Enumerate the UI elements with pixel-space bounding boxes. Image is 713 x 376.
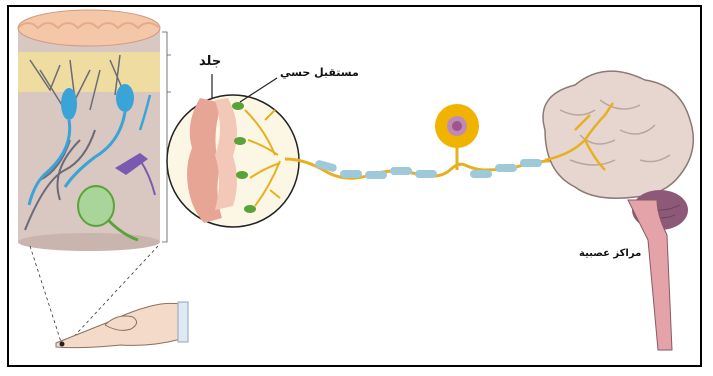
magnified-skin-circle <box>167 74 299 227</box>
skin-label: جلد <box>199 54 221 69</box>
neuron-cell-body <box>435 104 479 170</box>
nerve-centers-label: مراكز عصبية <box>579 248 641 259</box>
brain-icon <box>543 71 693 350</box>
sensory-receptor-label: مستقبل حسي <box>280 66 359 79</box>
hand-icon <box>56 302 188 348</box>
skin-section-block <box>18 10 171 251</box>
